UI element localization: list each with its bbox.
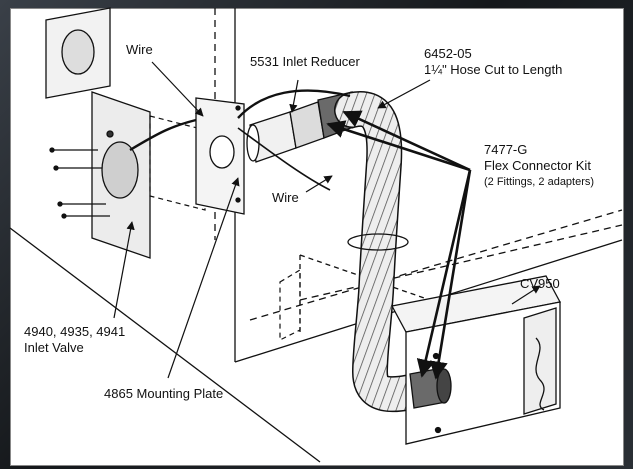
- floor-edge-front: [9, 227, 321, 463]
- label-wire-top: Wire: [126, 42, 153, 57]
- label-valve-codes: 4940, 4935, 4941: [24, 324, 126, 339]
- inlet-valve-port: [101, 141, 139, 199]
- kit-arrow-4: [429, 169, 472, 380]
- mounting-plate-hole: [209, 135, 235, 169]
- label-valve-name: Inlet Valve: [24, 340, 84, 355]
- joist-dashed-1: [249, 209, 623, 321]
- leader-inlet-reducer: [289, 79, 299, 113]
- rear-wall-box: [279, 268, 301, 341]
- leader-wire-mid: [305, 175, 333, 193]
- flex-hose-ribs: [335, 92, 453, 411]
- kit-arrows: [326, 110, 472, 380]
- leader-cv950: [511, 285, 541, 305]
- inlet-reducer: [246, 101, 325, 163]
- leader-hose: [377, 79, 431, 109]
- label-kit-contents: (2 Fittings, 2 adapters): [484, 176, 595, 188]
- wires: [129, 89, 351, 191]
- wire-to-plate: [129, 118, 197, 152]
- label-kit-code: 7477-G: [484, 142, 528, 157]
- label-wire-mid: Wire: [272, 190, 299, 205]
- flex-fitting-lower: [409, 367, 452, 409]
- label-kit-name: Flex Connector Kit: [484, 158, 591, 173]
- inlet-valve: [45, 7, 151, 259]
- joist-dashed-4: [299, 254, 431, 301]
- kit-arrow-1: [342, 110, 471, 172]
- joist-dashed-2: [299, 224, 623, 301]
- kit-arrow-3: [416, 169, 472, 378]
- hose-collar-ring: [347, 233, 409, 251]
- inlet-valve-lid-dial: [61, 29, 95, 75]
- label-cv950: CV950: [520, 276, 560, 291]
- label-hose-desc: 1¼" Hose Cut to Length: [424, 62, 563, 77]
- leader-inlet-valve: [113, 221, 135, 319]
- cv950-side: [523, 307, 557, 415]
- leader-lines: [113, 61, 541, 379]
- cv950-front: [405, 301, 561, 445]
- cv950-unit: [391, 275, 561, 445]
- wire-lower-run: [237, 127, 331, 191]
- inlet-valve-screws: [49, 147, 110, 219]
- inlet-valve-switch: [106, 130, 114, 138]
- label-inlet-reducer: 5531 Inlet Reducer: [250, 54, 360, 69]
- wire-upper-run: [237, 89, 351, 119]
- label-mounting-plate: 4865 Mounting Plate: [104, 386, 224, 401]
- inlet-wall-box: [149, 115, 206, 211]
- leader-mounting-plate: [167, 177, 240, 379]
- cv950-cord: [535, 337, 545, 411]
- kit-arrow-2: [326, 120, 471, 172]
- wall-boxes: [149, 115, 301, 341]
- label-hose-code: 6452-05: [424, 46, 472, 61]
- leader-wire-top: [151, 61, 204, 117]
